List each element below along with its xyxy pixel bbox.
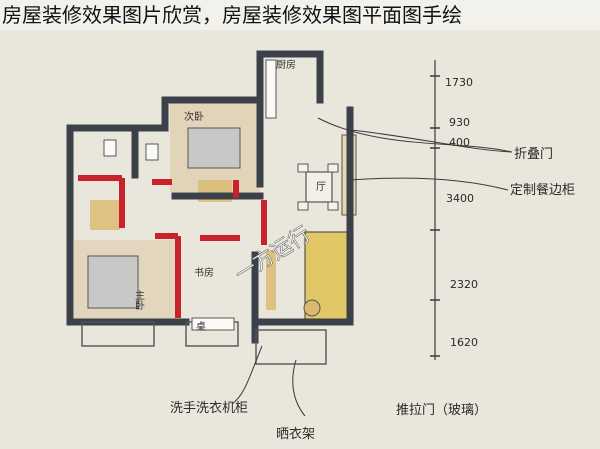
washbasin: [145, 143, 159, 161]
dimension-2320: 2320: [450, 278, 478, 291]
room-label-desk: 桌: [196, 320, 206, 333]
floor-wood-strip-1: [90, 200, 120, 230]
page-title: 房屋装修效果图片欣赏，房屋装修效果图平面图手绘: [0, 0, 600, 30]
annotation-dining-cabinet: 定制餐边柜: [510, 182, 575, 198]
room-label-kitchen: 厨房: [276, 58, 296, 71]
desk: [191, 317, 235, 331]
balcony-bottom-right: [255, 329, 327, 365]
toilet: [103, 139, 117, 157]
room-label-living: 厅: [316, 182, 326, 193]
annotation-folding-door: 折叠门: [514, 147, 553, 162]
dining-table: [305, 171, 333, 203]
balcony-bottom-left: [81, 321, 155, 347]
dining-chairs: [297, 163, 339, 211]
annotation-sliding-door: 推拉门（玻璃）: [396, 403, 487, 418]
kitchen-counter: [265, 59, 277, 119]
bed-master: [87, 255, 139, 309]
room-label-master-bedroom: 主卧: [133, 290, 145, 311]
tea-table: [303, 299, 321, 317]
bed-second: [187, 127, 241, 169]
annotation-washer-cabinet: 洗手洗衣机柜: [170, 400, 248, 416]
red-partitions: [78, 175, 267, 318]
dimension-1730: 1730: [445, 76, 473, 89]
dimension-1620: 1620: [450, 336, 478, 349]
floor-wood-strip-3: [266, 250, 276, 310]
room-label-second-bedroom: 次卧: [184, 110, 204, 123]
room-label-study: 书房: [194, 266, 214, 279]
dimension-3400: 3400: [446, 192, 474, 205]
annotation-drying-rack: 晒衣架: [276, 426, 315, 442]
dimension-930: 930: [449, 116, 470, 129]
